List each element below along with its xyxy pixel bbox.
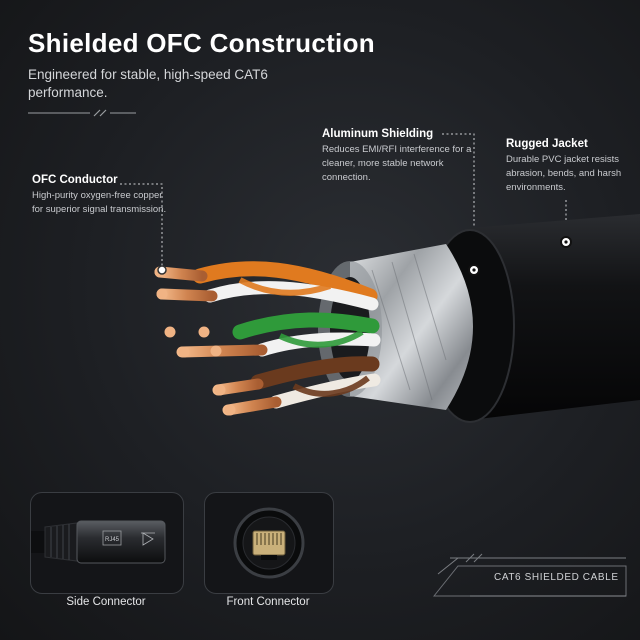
callout-aluminum-title: Aluminum Shielding (322, 128, 434, 140)
front-connector-image (233, 507, 305, 579)
callout-markers (157, 236, 572, 276)
title-divider (28, 109, 136, 117)
page-title: Shielded OFC Construction (28, 28, 375, 58)
callout-jacket-title: Rugged Jacket (506, 138, 588, 150)
callout-ofc-title: OFC Conductor (32, 174, 118, 186)
front-connector-thumbnail (204, 492, 334, 594)
front-connector-label: Front Connector (226, 596, 310, 608)
twisted-pairs (192, 261, 381, 409)
connector-engraving: RJ45 (105, 537, 120, 543)
side-connector-label: Side Connector (66, 596, 146, 608)
cable-type-badge (432, 553, 627, 597)
callout-rugged-jacket: Rugged Jacket Durable PVC jacket resists… (506, 138, 636, 195)
callout-aluminum-body: Reduces EMI/RFI interference for a clean… (322, 144, 472, 183)
side-connector-thumbnail: RJ45 (30, 492, 184, 594)
callout-jacket-body: Durable PVC jacket resists abrasion, ben… (506, 154, 622, 193)
page-subtitle: Engineered for stable, high-speed CAT6 p… (28, 67, 268, 100)
callout-ofc-body: High-purity oxygen-free copper for super… (32, 190, 167, 215)
side-connector-image: RJ45 (31, 520, 166, 564)
callout-aluminum-shielding: Aluminum Shielding Reduces EMI/RFI inter… (322, 128, 482, 185)
callout-ofc-conductor: OFC Conductor High-purity oxygen-free co… (32, 174, 167, 217)
cable-type-label: CAT6 SHIELDED CABLE (494, 572, 619, 583)
